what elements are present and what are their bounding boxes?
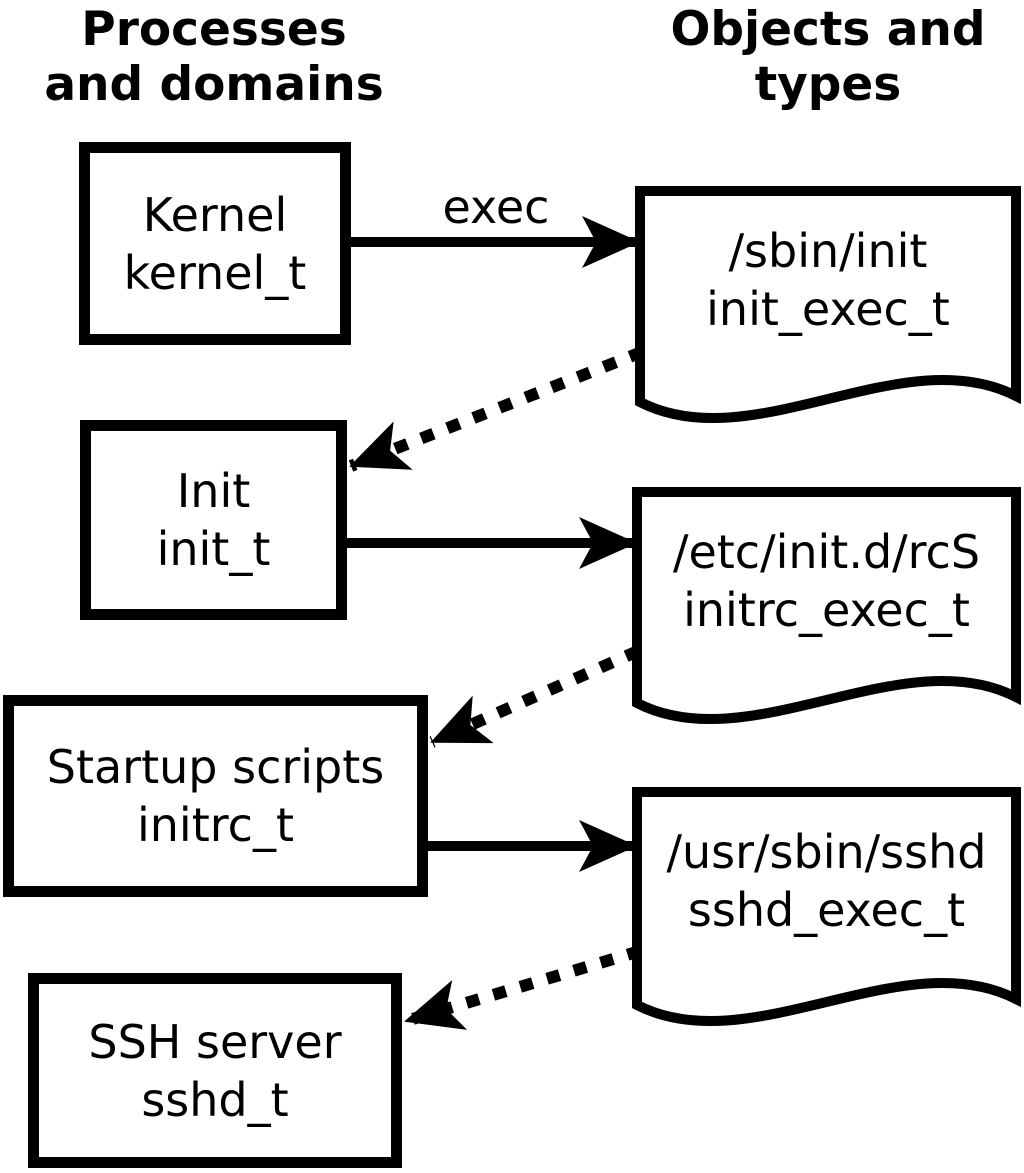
process-name: SSH server bbox=[88, 1014, 342, 1069]
document-shape-etc-initd-rcs bbox=[632, 487, 1021, 724]
document-shape-usr-sbin-sshd bbox=[632, 787, 1021, 1026]
header-line: Processes bbox=[81, 2, 347, 57]
process-name: Init bbox=[176, 464, 251, 518]
transition-arrow-sshd-to-sshd-t bbox=[404, 945, 642, 1030]
document-label-usr-sbin-sshd: /usr/sbin/sshd sshd_exec_t bbox=[637, 792, 1016, 970]
column-header-processes-domains: Processes and domains bbox=[29, 2, 399, 112]
transition-arrow-sbin-init-to-init-t bbox=[348, 346, 645, 472]
document-label-etc-initd-rcs: /etc/init.d/rcS initrc_exec_t bbox=[637, 492, 1016, 670]
transition-arrow-rcs-to-initrc-t bbox=[429, 645, 641, 748]
process-name: Kernel bbox=[142, 187, 288, 242]
document-shape-sbin-init bbox=[635, 186, 1021, 423]
object-path: /etc/init.d/rcS bbox=[672, 525, 981, 579]
process-domain-type: init_t bbox=[156, 522, 271, 576]
header-line: Objects and bbox=[670, 2, 986, 57]
process-box-init: Init init_t bbox=[80, 420, 347, 620]
process-domain-type: initrc_t bbox=[137, 798, 294, 852]
process-domain-type: kernel_t bbox=[123, 245, 307, 300]
object-type: sshd_exec_t bbox=[687, 883, 966, 937]
object-type: initrc_exec_t bbox=[683, 583, 970, 637]
document-label-sbin-init: /sbin/init init_exec_t bbox=[640, 191, 1016, 369]
object-type: init_exec_t bbox=[706, 282, 950, 336]
process-box-startup-scripts: Startup scripts initrc_t bbox=[3, 695, 428, 897]
object-path: /usr/sbin/sshd bbox=[666, 825, 987, 879]
header-line: and domains bbox=[44, 57, 384, 112]
process-domain-type: sshd_t bbox=[141, 1072, 289, 1127]
header-line: types bbox=[754, 57, 902, 112]
object-path: /sbin/init bbox=[728, 224, 928, 278]
process-box-ssh-server: SSH server sshd_t bbox=[28, 973, 402, 1168]
process-box-kernel: Kernel kernel_t bbox=[79, 142, 351, 345]
process-name: Startup scripts bbox=[46, 740, 385, 794]
column-header-objects-types: Objects and types bbox=[643, 2, 1013, 112]
exec-arrow-label: exec bbox=[442, 180, 550, 234]
